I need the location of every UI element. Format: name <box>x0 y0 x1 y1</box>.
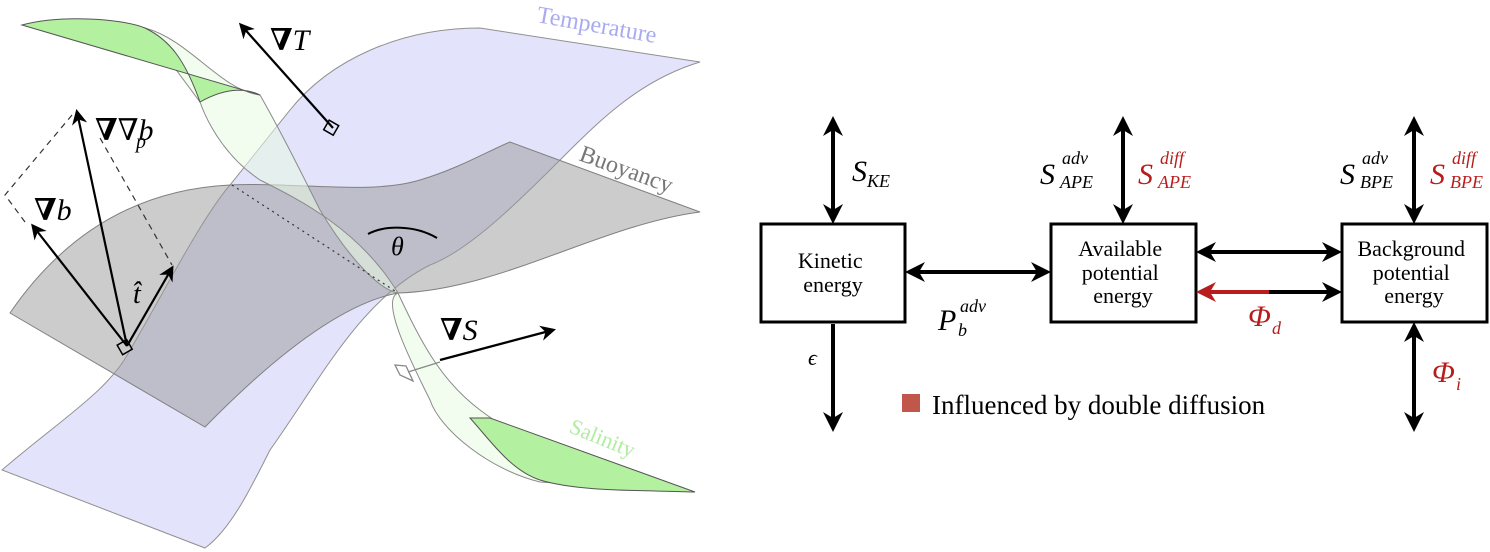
grad-t-arrow <box>238 22 334 129</box>
grad-s-label: ∇S <box>440 314 478 347</box>
epsilon-label: ϵ <box>808 345 818 370</box>
energy-budget-panel: Kinetic energy Available potential energ… <box>759 116 1489 432</box>
grad-b-label: ∇b <box>34 194 72 227</box>
p-b-adv-sub: b <box>958 320 967 340</box>
s-ape-diff-label: S <box>1138 158 1153 191</box>
background-box-text: Background potential energy <box>1357 236 1470 308</box>
grad-s-anchor <box>393 364 415 383</box>
buoyancy-surface <box>9 141 701 428</box>
grad-s-stem <box>407 361 441 373</box>
salinity-top-strip <box>20 18 261 103</box>
grad-bp-arrow <box>72 108 129 347</box>
grad-s-arrow <box>439 325 556 362</box>
s-ape-diff-sup: diff <box>1160 148 1187 168</box>
s-bpe-diff-sup: diff <box>1452 148 1479 168</box>
b-anchor <box>116 338 134 356</box>
p-b-adv-label: P <box>937 304 956 337</box>
salinity-bottom-strip <box>468 417 696 493</box>
available-potential-energy-box <box>1049 222 1198 324</box>
legend: Influenced by double diffusion <box>902 390 1266 420</box>
p-b-adv-sup: adv <box>960 296 986 316</box>
available-box-text: Available potential energy <box>1078 236 1167 308</box>
kinetic-energy-box <box>759 222 907 324</box>
grad-bp-subscript: p <box>134 131 146 153</box>
phi-d-label: Φ <box>1248 300 1271 333</box>
kinetic-box-text: Kinetic energy <box>798 248 868 297</box>
t-hat-label: t̂ <box>133 279 143 310</box>
grad-bp-label: ∇∇b <box>95 114 154 147</box>
s-ape-diff-sub: APE <box>1157 172 1191 192</box>
grad-b-arrow <box>31 223 128 347</box>
surfaces-panel: θ ∇T ∇∇b p ∇b t̂ ∇S Temperature <box>1 2 701 549</box>
s-bpe-adv-sub: BPE <box>1360 172 1393 192</box>
s-ape-adv-label: S <box>1040 158 1055 191</box>
grad-t-label: ∇T <box>270 24 312 57</box>
s-bpe-diff-label: S <box>1430 158 1445 191</box>
s-ape-adv-sup: adv <box>1062 148 1088 168</box>
construction-lines <box>4 114 173 266</box>
t-hat-arrow <box>126 265 174 347</box>
s-bpe-adv-label: S <box>1340 158 1355 191</box>
theta-arc <box>367 226 438 239</box>
s-bpe-diff-sub: BPE <box>1450 172 1483 192</box>
legend-swatch <box>902 394 920 412</box>
legend-label: Influenced by double diffusion <box>932 390 1266 420</box>
grad-t-anchor <box>322 119 340 137</box>
s-bpe-adv-sup: adv <box>1362 148 1388 168</box>
phi-d-sub: d <box>1272 318 1282 338</box>
s-ke-label: SKE <box>852 155 890 191</box>
s-ape-adv-sub: APE <box>1059 172 1093 192</box>
background-potential-energy-box <box>1340 222 1489 324</box>
phi-i-label: Φ <box>1432 356 1455 389</box>
phi-i-sub: i <box>1456 374 1461 394</box>
theta-label: θ <box>391 232 404 261</box>
